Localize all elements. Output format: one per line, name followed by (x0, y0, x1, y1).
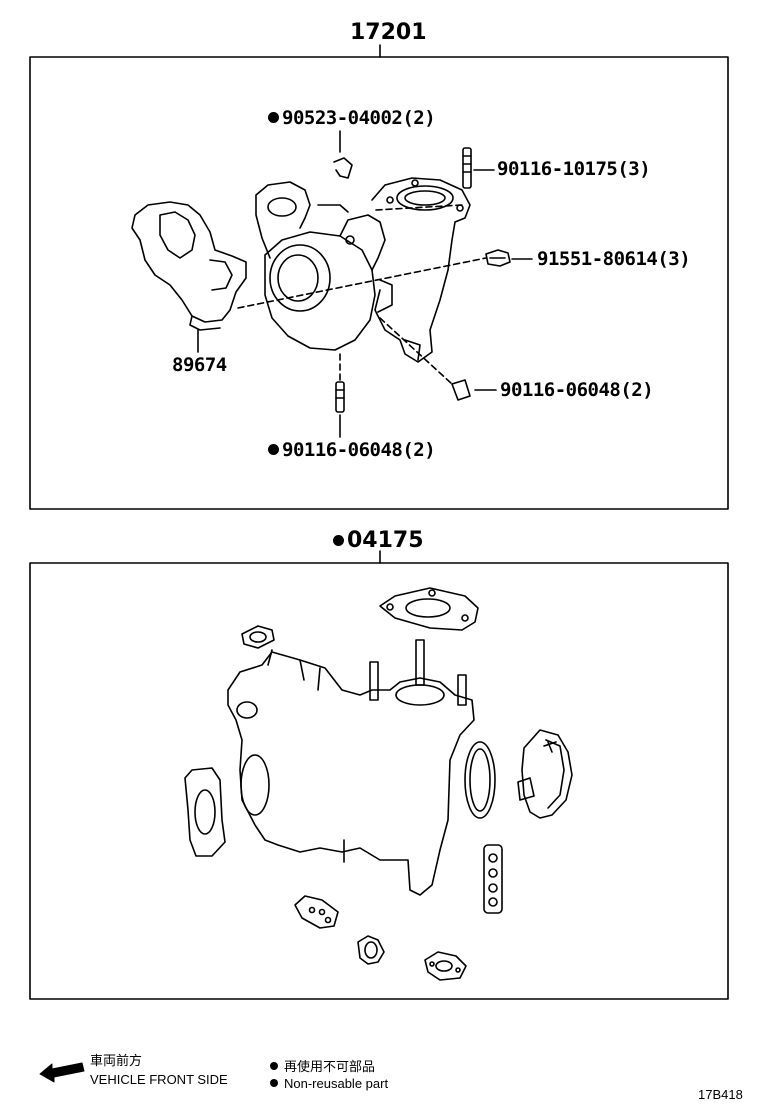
part-label-90116-06048-bottom: 90116-06048(2) (268, 441, 436, 460)
part-label-91551-80614: 91551-80614(3) (537, 248, 691, 270)
front-arrow-icon (39, 1062, 85, 1083)
group-title-17201: 17201 (350, 20, 427, 45)
gasket-kit-drawing (184, 587, 573, 981)
bottom-frame (29, 562, 729, 1000)
bullet-icon (270, 1079, 278, 1087)
legend-nonreusable-en: Non-reusable part (270, 1077, 388, 1090)
turbocharger-drawing (131, 130, 533, 438)
part-label-90523-04002: 90523-04002(2) (268, 109, 436, 128)
part-label-90116-10175: 90116-10175(3) (497, 158, 651, 180)
diagram-code: 17B418 (698, 1087, 743, 1102)
legend-front-jp: 車両前方 (90, 1053, 143, 1068)
top-frame (29, 56, 729, 510)
legend-front-en: VEHICLE FRONT SIDE (90, 1072, 228, 1087)
part-label-89674: 89674 (172, 354, 227, 376)
group-title-04175: 04175 (333, 530, 424, 552)
bullet-icon (270, 1062, 278, 1070)
part-label-90116-06048-right: 90116-06048(2) (500, 379, 654, 401)
legend-nonreusable-jp: 再使用不可部品 (270, 1060, 375, 1073)
